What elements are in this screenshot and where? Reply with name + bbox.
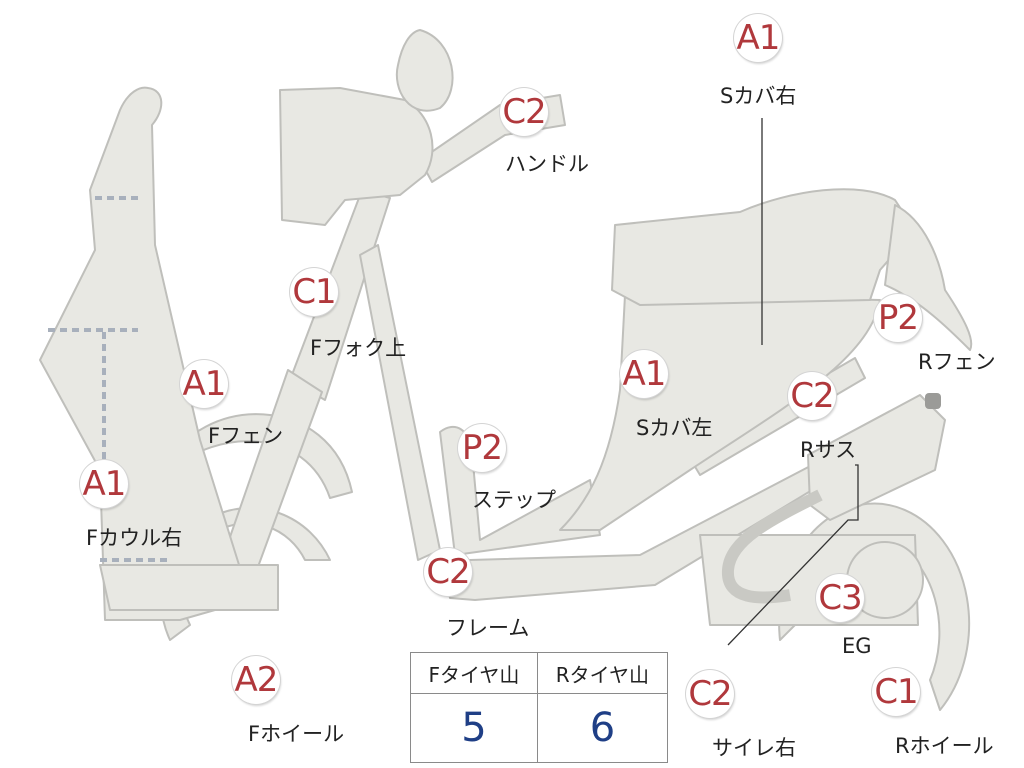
grade-badge-f-cowl-right[interactable]: A1 [80, 460, 128, 508]
tire-value-rear: 6 [536, 693, 669, 763]
label-r-fender: Rフェン [918, 350, 996, 374]
label-r-suspension: Rサス [800, 438, 857, 462]
front-cowl-lower-shape [99, 564, 279, 611]
seat-shape [611, 188, 916, 306]
front-cowl-shape [39, 86, 251, 621]
steering-column-shape [359, 244, 441, 561]
tire-value-front: 5 [410, 693, 538, 763]
label-s-cover-left: Sカバ左 [636, 416, 713, 440]
label-engine: EG [842, 634, 872, 658]
leader-r-suspension [727, 464, 859, 646]
label-f-fender: Fフェン [208, 424, 284, 448]
label-s-cover-right: Sカバ右 [720, 84, 797, 108]
grade-badge-r-wheel[interactable]: C1 [872, 668, 920, 716]
label-handle: ハンドル [505, 152, 589, 176]
grade-badge-s-cover-right[interactable]: A1 [734, 14, 782, 62]
tire-header-rear: Rタイヤ山 [536, 652, 669, 694]
mirror-shape [395, 29, 454, 112]
label-f-fork-upper: Fフォク上 [310, 336, 407, 360]
label-step: ステップ [472, 488, 556, 512]
exhaust-tip-shape [925, 393, 941, 409]
grade-badge-f-fork-upper[interactable]: C1 [290, 268, 338, 316]
label-f-wheel: Fホイール [248, 722, 345, 746]
exhaust-pipe-shape [722, 489, 823, 604]
rear-fender-shape [884, 204, 973, 351]
grade-badge-s-cover-left[interactable]: A1 [620, 350, 668, 398]
grade-badge-frame[interactable]: C2 [424, 548, 472, 596]
grade-badge-handle[interactable]: C2 [500, 88, 548, 136]
grade-badge-r-fender[interactable]: P2 [874, 294, 922, 342]
label-muffler-right: サイレ右 [712, 736, 796, 760]
grade-badge-f-fender[interactable]: A1 [180, 360, 228, 408]
grade-badge-step[interactable]: P2 [458, 424, 506, 472]
label-f-cowl-right: Fカウル右 [86, 526, 183, 550]
label-frame: フレーム [446, 616, 530, 640]
grade-badge-muffler-right[interactable]: C2 [686, 670, 734, 718]
tire-header-front: Fタイヤ山 [410, 652, 538, 694]
grade-badge-f-wheel[interactable]: A2 [232, 656, 280, 704]
grade-badge-engine[interactable]: C3 [816, 574, 864, 622]
label-r-wheel: Rホイール [895, 734, 994, 758]
tire-tread-table: Fタイヤ山 Rタイヤ山 5 6 [410, 652, 669, 763]
grade-badge-r-suspension[interactable]: C2 [788, 372, 836, 420]
